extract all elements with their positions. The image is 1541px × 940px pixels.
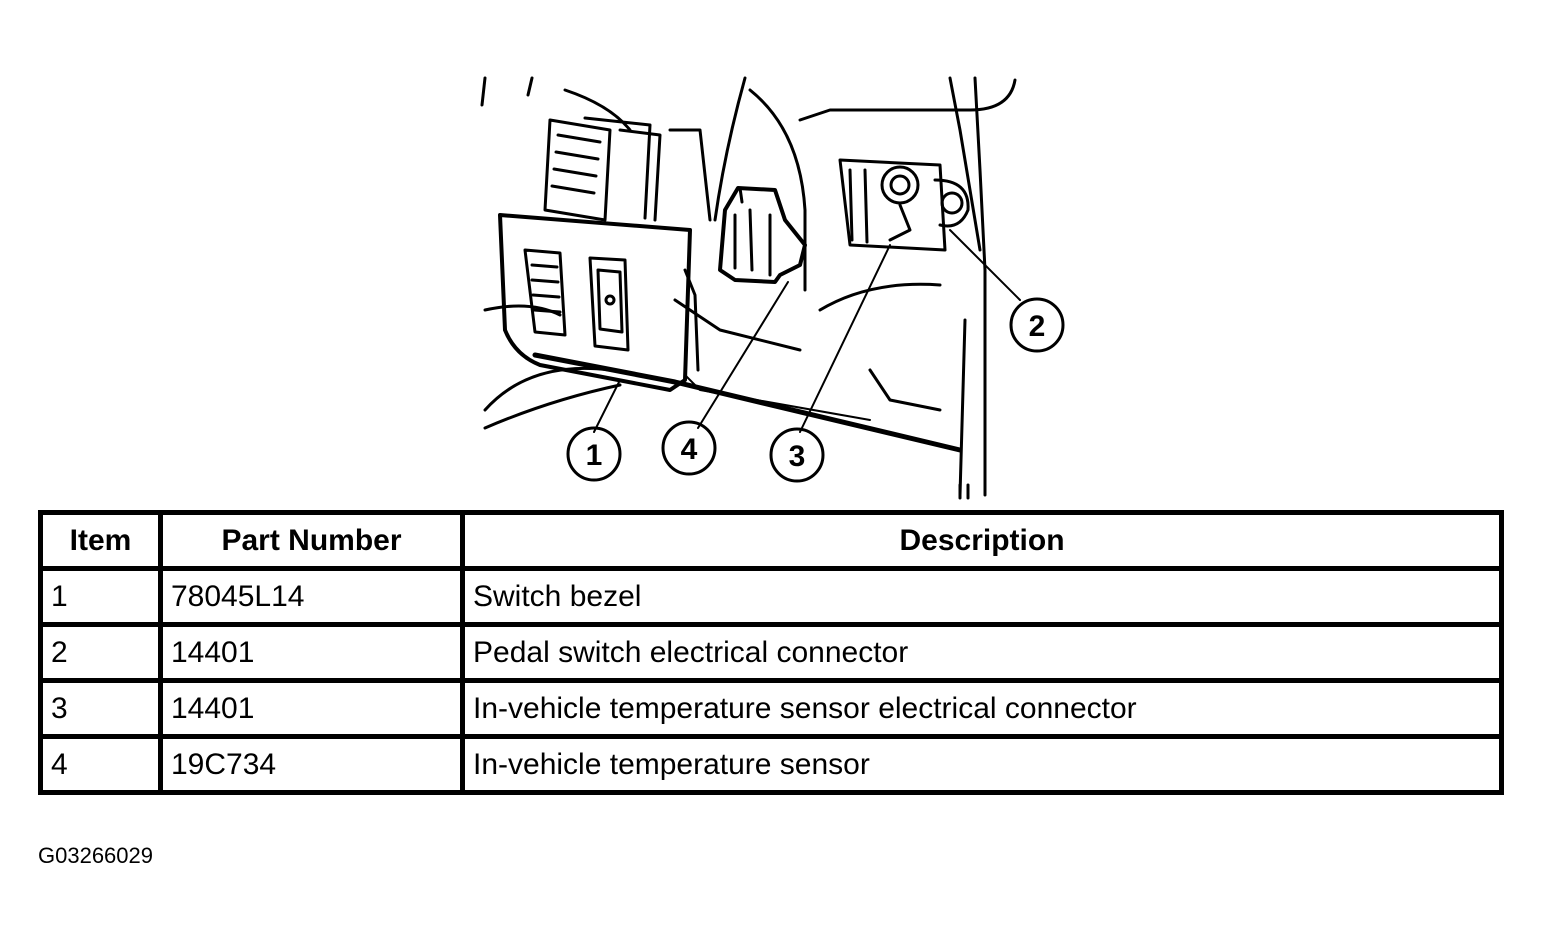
switch-bezel: [498, 213, 700, 392]
header-description: Description: [460, 510, 1504, 571]
svg-text:3: 3: [789, 440, 806, 473]
temperature-sensor: [718, 186, 807, 284]
table-row: 1 78045L14 Switch bezel: [38, 566, 1504, 627]
table-row: 3 14401 In-vehicle temperature sensor el…: [38, 678, 1504, 739]
floor-trim-line: [532, 352, 963, 453]
trim-edge: [684, 374, 871, 421]
vent-assembly: [543, 116, 662, 222]
svg-text:1: 1: [586, 439, 603, 472]
cell-part-number: 19C734: [158, 734, 465, 795]
cell-part-number: 14401: [158, 622, 465, 683]
dashboard-outline: [480, 76, 1017, 497]
cell-part-number: 78045L14: [158, 566, 465, 627]
cell-item: 3: [38, 678, 163, 739]
cell-description: Switch bezel: [460, 566, 1504, 627]
cell-part-number: 14401: [158, 678, 465, 739]
table-row: 4 19C734 In-vehicle temperature sensor: [38, 734, 1504, 795]
cell-description: Pedal switch electrical connector: [460, 622, 1504, 683]
cell-description: In-vehicle temperature sensor: [460, 734, 1504, 795]
callout-1: 1: [566, 426, 622, 482]
table-header-row: Item Part Number Description: [38, 510, 1504, 571]
cell-item: 2: [38, 622, 163, 683]
svg-text:4: 4: [681, 433, 698, 466]
component-location-illustration: 1 2 3 4: [470, 70, 1090, 500]
svg-text:2: 2: [1029, 310, 1046, 343]
callout-2: 2: [1009, 297, 1065, 353]
pedal-switch-connector-area: [838, 158, 970, 252]
cell-item: 1: [38, 566, 163, 627]
parts-table: Item Part Number Description 1 78045L14 …: [38, 510, 1504, 795]
callout-4: 4: [661, 420, 717, 476]
header-part-number: Part Number: [158, 510, 465, 571]
callout-3: 3: [769, 427, 825, 483]
leader-lines: [593, 229, 1021, 433]
figure-id: G03266029: [38, 843, 153, 868]
table-row: 2 14401 Pedal switch electrical connecto…: [38, 622, 1504, 683]
cell-description: In-vehicle temperature sensor electrical…: [460, 678, 1504, 739]
cell-item: 4: [38, 734, 163, 795]
header-item: Item: [38, 510, 163, 571]
